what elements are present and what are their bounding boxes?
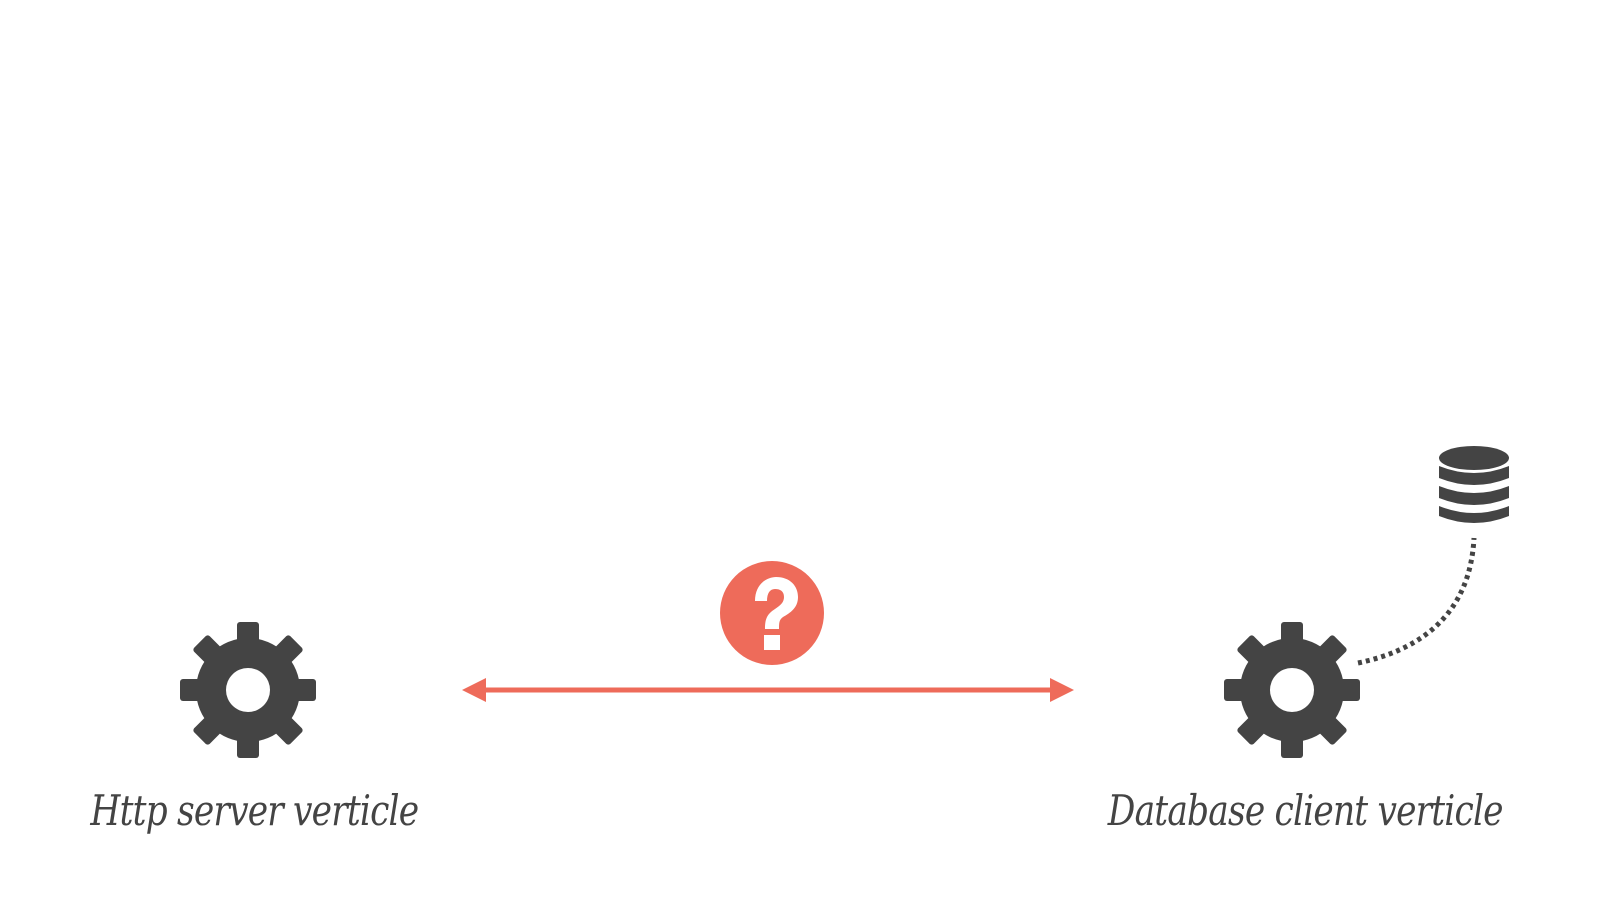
question-icon bbox=[720, 561, 824, 665]
http-server-gear-icon bbox=[180, 622, 316, 758]
connection-arrow bbox=[462, 678, 1074, 702]
http-server-label: Http server verticle bbox=[90, 786, 419, 835]
database-client-label: Database client verticle bbox=[1107, 786, 1504, 835]
database-client-gear-icon bbox=[1224, 622, 1360, 758]
database-icon bbox=[1439, 446, 1509, 523]
database-link bbox=[1357, 537, 1477, 666]
